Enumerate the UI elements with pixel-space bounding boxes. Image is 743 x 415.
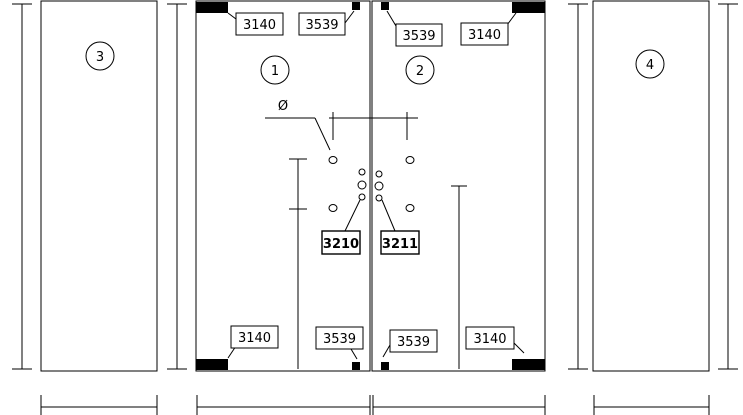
door-1-number: 1 — [271, 64, 279, 79]
label-corner-patch-top-right: 3140 — [460, 22, 509, 46]
label-pivot-patch-top-left: 3539 — [298, 12, 346, 36]
handle-label-right: 3211 — [380, 199, 420, 255]
label-text: 3539 — [402, 29, 435, 44]
pivot-patch-top-door-1 — [352, 2, 360, 10]
door-1-marker: 1 — [260, 55, 290, 85]
corner-patch-top-left — [196, 2, 228, 13]
corner-patch-bottom-right — [512, 359, 545, 370]
label-corner-patch-bottom-left: 3140 — [230, 325, 279, 349]
pivot-patch-top-door-2 — [381, 2, 389, 10]
label-pivot-patch-bottom-right: 3539 — [389, 329, 438, 353]
label-text: 3140 — [473, 332, 506, 347]
panel-3-number: 3 — [96, 50, 104, 65]
panel-3-marker: 3 — [85, 41, 115, 71]
width-dimension-panel-3 — [40, 395, 158, 415]
label-corner-patch-top-left: 3140 — [235, 12, 284, 36]
door-2-marker: 2 — [405, 55, 435, 85]
label-text: 3140 — [238, 331, 271, 346]
label-text: 3140 — [468, 28, 501, 43]
label-corner-patch-bottom-right: 3140 — [465, 326, 515, 350]
label-pivot-patch-top-right: 3539 — [395, 23, 443, 47]
hole-dimension-lines: Ø — [265, 99, 467, 369]
label-text: 3210 — [323, 237, 359, 252]
door-leaf-1 — [195, 0, 371, 372]
height-dimension-doors — [167, 3, 187, 370]
width-dimension-door-2 — [372, 395, 546, 415]
height-dimension-right — [718, 3, 738, 370]
label-text: 3211 — [382, 237, 418, 252]
pivot-patch-bottom-door-1 — [352, 362, 360, 370]
label-text: 3539 — [397, 335, 430, 350]
door-leaf-2 — [371, 0, 546, 372]
handle-label-left: 3210 — [321, 199, 361, 255]
pivot-patch-bottom-door-2 — [381, 362, 389, 370]
label-pivot-patch-bottom-left: 3539 — [315, 326, 364, 350]
width-dimension-door-1 — [196, 395, 371, 415]
fixed-panel-left — [40, 0, 158, 372]
label-text: 3140 — [243, 18, 276, 33]
width-dimension-panel-4 — [593, 395, 710, 415]
diameter-symbol: Ø — [278, 99, 288, 114]
door-holes — [328, 156, 415, 212]
height-dimension-right-of-doors — [568, 3, 588, 370]
height-dimension-left — [12, 3, 32, 370]
panel-4-number: 4 — [646, 58, 654, 73]
corner-patch-bottom-left — [196, 359, 228, 370]
door-2-number: 2 — [416, 64, 424, 79]
fixed-panel-right — [592, 0, 710, 372]
label-text: 3539 — [305, 18, 338, 33]
corner-patch-top-right — [512, 2, 545, 13]
label-text: 3539 — [323, 332, 356, 347]
panel-4-marker: 4 — [635, 49, 665, 79]
